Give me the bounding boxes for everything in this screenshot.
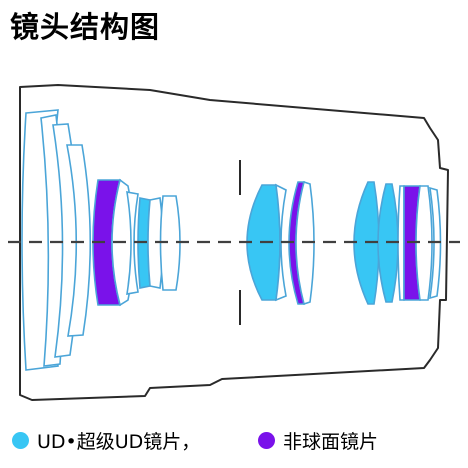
aspherical-lens-color-dot [258, 431, 275, 449]
legend-label-aspherical: 非球面镜片 [283, 430, 379, 453]
lens-element [66, 144, 92, 337]
lens-element [415, 185, 433, 301]
legend-label-ud: UD•超级UD镜片， [37, 430, 201, 453]
legend-item-ud: UD•超级UD镜片， [12, 426, 200, 454]
ud-lens-color-dot [12, 431, 29, 449]
lens-element [159, 195, 181, 291]
page-title: 镜头结构图 [10, 10, 161, 44]
legend-item-aspherical: 非球面镜片 [258, 426, 378, 454]
lens-element [397, 185, 405, 301]
lens-barrel-outline [19, 84, 449, 401]
lens-element [126, 191, 139, 295]
